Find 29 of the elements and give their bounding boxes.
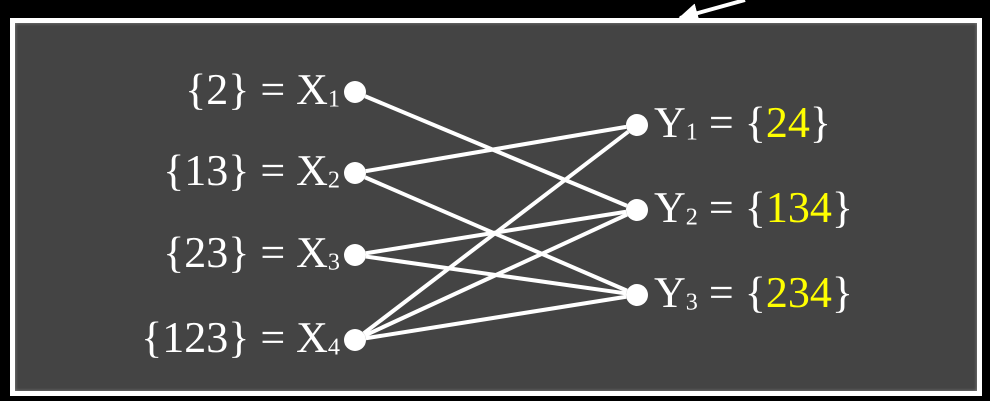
set-label: {13} = X$_{2}$ (163, 149, 340, 193)
set-label: } (810, 101, 831, 145)
connector-line (366, 210, 626, 256)
connector-line (364, 176, 628, 292)
set-label: } (832, 186, 853, 230)
set-label: } (832, 271, 853, 315)
junction-dot (626, 114, 648, 136)
connector-line (366, 294, 626, 340)
connector-line (364, 94, 628, 208)
connector-line (362, 130, 630, 335)
junction-dot (344, 162, 366, 184)
set-elements: 134 (766, 186, 832, 230)
junction-dot (626, 284, 648, 306)
set-label: Y$_{1}$ = { (654, 101, 766, 145)
connector-line (366, 124, 626, 174)
set-label: Y$_{2}$ = { (654, 186, 766, 230)
set-label: {23} = X$_{3}$ (163, 231, 340, 275)
set-elements: 24 (766, 101, 810, 145)
junction-dot (344, 81, 366, 103)
set-elements: 234 (766, 271, 832, 315)
junction-dot (344, 329, 366, 351)
junction-dot (344, 244, 366, 266)
set-label: {2} = X$_{1}$ (185, 68, 340, 112)
set-label: Y$_{3}$ = { (654, 271, 766, 315)
panel-background (10, 18, 982, 396)
connector-line (366, 254, 626, 296)
junction-dot (626, 199, 648, 221)
set-label: {123} = X$_{4}$ (141, 316, 340, 360)
connector-line (364, 212, 628, 338)
